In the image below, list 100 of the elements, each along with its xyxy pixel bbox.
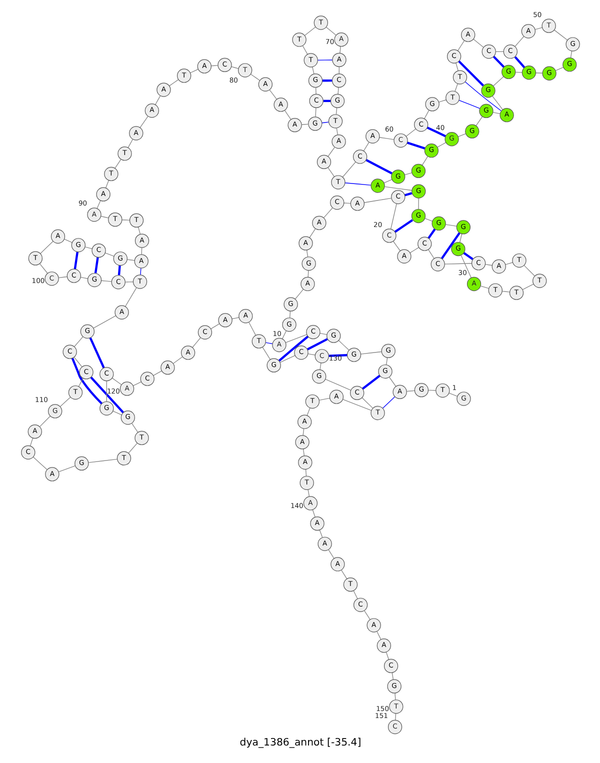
connector [554, 67, 564, 71]
connector [514, 56, 525, 68]
connector [318, 398, 330, 401]
connector [104, 252, 114, 257]
connector [278, 336, 308, 362]
connector [38, 263, 48, 274]
connector [29, 438, 33, 446]
connector [458, 60, 484, 86]
connector [364, 610, 370, 620]
connector [409, 247, 419, 254]
connector [284, 334, 306, 343]
connector [58, 465, 75, 472]
connector [405, 128, 416, 137]
connector [59, 396, 70, 407]
connector [534, 27, 542, 30]
connector [268, 89, 276, 100]
connector [440, 232, 460, 260]
connector [406, 390, 414, 392]
connector [302, 448, 304, 456]
connector [281, 330, 286, 340]
connector [460, 255, 471, 278]
connector [308, 228, 316, 238]
connector [322, 208, 332, 218]
connector [58, 276, 67, 278]
connector [327, 146, 334, 157]
connector [73, 356, 82, 367]
connector [88, 337, 104, 368]
connector [457, 134, 466, 137]
connector [492, 112, 500, 114]
connector [192, 337, 200, 348]
connector [554, 30, 568, 40]
connector [492, 76, 504, 86]
connector [117, 265, 120, 276]
connector [458, 100, 480, 109]
connector [137, 226, 140, 234]
connector [361, 397, 373, 409]
connector [300, 124, 308, 125]
connector [84, 246, 92, 250]
connector [362, 142, 369, 152]
connector [570, 50, 572, 58]
connector [388, 376, 396, 387]
connector [279, 355, 295, 363]
connector [152, 370, 162, 376]
connector [390, 203, 396, 230]
connector [324, 378, 351, 390]
connector [523, 265, 535, 276]
connector [131, 423, 138, 433]
connector [306, 338, 328, 350]
connector [126, 259, 134, 261]
connector [336, 128, 338, 136]
connector [427, 228, 436, 239]
connector [248, 322, 256, 336]
connector [384, 186, 412, 191]
connector [262, 346, 270, 360]
connector [492, 56, 504, 68]
connector [337, 87, 338, 94]
connector [327, 167, 334, 178]
connector [383, 179, 392, 184]
connector [378, 137, 394, 140]
connector [154, 95, 160, 105]
connector [90, 376, 124, 414]
connector [306, 408, 310, 416]
connector [210, 323, 220, 330]
connector [100, 216, 108, 218]
connector [394, 713, 396, 720]
connector [394, 219, 413, 233]
connector [38, 416, 50, 428]
connector [316, 60, 332, 61]
connector [322, 79, 332, 82]
connector [421, 156, 428, 166]
connector [504, 262, 512, 265]
connector [307, 353, 315, 356]
connector [73, 252, 78, 270]
connector [365, 159, 392, 174]
connector [462, 252, 473, 260]
connector [480, 286, 489, 289]
connector [80, 276, 88, 279]
connector [70, 358, 102, 404]
connector [112, 410, 122, 416]
connector [100, 280, 112, 282]
connector [406, 142, 425, 150]
connector [391, 672, 394, 680]
connector [385, 652, 389, 660]
connector [124, 287, 136, 307]
connector [127, 138, 133, 148]
connector [312, 509, 315, 518]
connector [464, 81, 502, 112]
connector [424, 218, 432, 222]
connector [492, 96, 503, 110]
connector [444, 224, 457, 227]
connector [304, 469, 306, 476]
connector [94, 257, 98, 274]
connector [360, 351, 382, 354]
connector [96, 200, 100, 209]
connector [361, 374, 380, 390]
connector [342, 162, 356, 178]
connector [338, 340, 349, 350]
connector [458, 234, 462, 243]
connector [74, 336, 83, 347]
connector [426, 126, 446, 138]
